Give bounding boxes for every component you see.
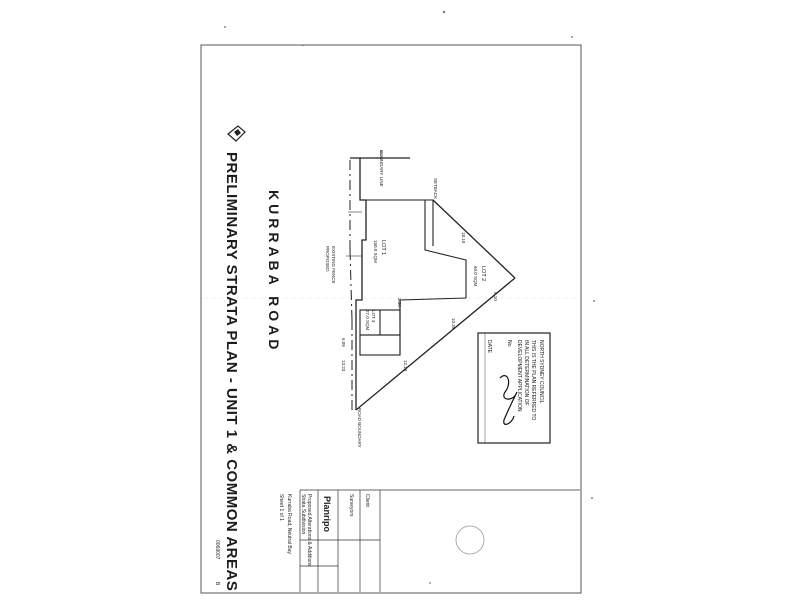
lot-label: LOT 3 bbox=[371, 310, 376, 323]
page-title: PRELIMINARY STRATA PLAN - UNIT 1 & COMMO… bbox=[223, 152, 240, 592]
title-block-line: Client bbox=[364, 494, 370, 507]
building-footprint bbox=[359, 199, 467, 356]
council-stamp-line: DATE bbox=[486, 340, 492, 353]
dimension-label: 18.10 bbox=[461, 232, 466, 244]
scan-speck bbox=[224, 26, 226, 28]
lot-area: 60.0 SQM bbox=[473, 266, 478, 287]
drawing-number: 0069007 bbox=[214, 540, 220, 560]
title-block-brand: Planripo bbox=[322, 496, 332, 533]
title-block-line: Surveyors bbox=[348, 494, 354, 517]
council-stamp-line: NORTH SYDNEY COUNCIL bbox=[538, 340, 544, 404]
boundary-label: BOUNDARY LINE bbox=[379, 150, 384, 187]
lot-area: 150.0 SQM bbox=[373, 240, 378, 263]
road-frontage-line bbox=[349, 160, 353, 410]
dimension-label: 6.09 bbox=[341, 338, 346, 347]
boundary-label: SETBACK bbox=[433, 178, 438, 200]
council-stamp-line: DEVELOPMENT APPLICATION bbox=[516, 340, 522, 412]
scan-speck bbox=[442, 10, 446, 14]
council-approval-stamp bbox=[477, 332, 551, 444]
title-block-line: Kurraba Road, Neutral Bay bbox=[286, 494, 292, 555]
title-block-seal bbox=[455, 525, 485, 555]
dimension-label: 10.39 bbox=[451, 318, 456, 330]
title-block bbox=[299, 489, 580, 592]
title-block-line: Proposed Alterations & Additions bbox=[306, 494, 312, 567]
scan-speck bbox=[593, 300, 595, 302]
boundary-label: PROPOSED bbox=[325, 246, 330, 272]
north-arrow-logo-icon bbox=[227, 125, 246, 142]
boundary-label: ROAD BOUNDARY bbox=[357, 408, 362, 448]
lot-label: LOT 1 bbox=[380, 240, 386, 256]
scan-speck bbox=[591, 497, 593, 499]
council-stamp-line: No. bbox=[506, 340, 512, 348]
title-block-line: Strata Subdivision bbox=[300, 494, 306, 535]
boundary-label: EXISTING FENCE bbox=[331, 246, 336, 284]
scan-speck bbox=[571, 36, 573, 38]
lot-area: 27.0 SQM bbox=[365, 310, 370, 331]
council-stamp-line: THIS IS THE PLAN REFERRED TO bbox=[530, 340, 536, 421]
title-block-line: Sheet 1 of 1 bbox=[278, 494, 284, 521]
drawing-revision: B bbox=[214, 582, 220, 586]
sheet-border bbox=[200, 44, 582, 594]
scan-speck bbox=[429, 582, 431, 584]
lot-label: LOT 2 bbox=[480, 266, 486, 282]
council-signature bbox=[499, 375, 518, 425]
road-name: KURRABA ROAD bbox=[266, 190, 282, 354]
dimension-label: 13.23 bbox=[341, 360, 346, 372]
site-boundary bbox=[350, 157, 516, 411]
council-stamp-line: IN ALL DETERMINATION OF bbox=[523, 340, 529, 406]
dimension-label: 12.10 bbox=[403, 360, 408, 372]
leader-lines bbox=[346, 150, 382, 257]
dimension-label: 3.56 bbox=[397, 298, 402, 307]
dimension-label: 6.10 bbox=[493, 292, 498, 301]
